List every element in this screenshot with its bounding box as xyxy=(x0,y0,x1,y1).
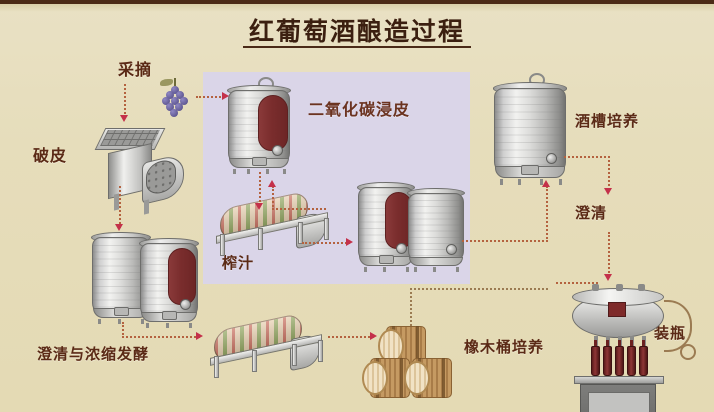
arrow-storage-down xyxy=(604,188,612,195)
top-border-bar xyxy=(0,0,714,4)
connector-storage-right xyxy=(564,156,610,158)
connector-press-to-barrels xyxy=(328,336,374,338)
connector-clarify-to-bottling xyxy=(608,232,610,276)
connector-fermenter-down xyxy=(122,322,124,338)
twin-tank-left xyxy=(356,182,416,273)
oak-barrel-bottom-right xyxy=(404,358,452,398)
label-harvest: 采摘 xyxy=(118,60,153,79)
horizontal-press-top xyxy=(212,190,337,268)
title-underline xyxy=(243,46,471,48)
connector-fermenter-to-press xyxy=(122,336,200,338)
storage-tank xyxy=(492,73,568,185)
label-clarification: 澄清 xyxy=(575,204,608,222)
arrow-maceration-to-press xyxy=(255,203,263,210)
bottling-machine xyxy=(572,282,702,412)
connector-twintanks-right xyxy=(462,240,548,242)
connector-press-loop-h xyxy=(272,208,326,210)
fermentation-tank-left xyxy=(90,232,152,325)
oak-barrel-bottom-left xyxy=(362,358,410,398)
arrow-press-to-twintanks xyxy=(346,238,353,246)
connector-barrels-up xyxy=(410,288,412,326)
arrow-crusher-to-fermenter xyxy=(115,224,123,231)
arrow-grapes-to-panel xyxy=(222,92,229,100)
connector-grapes-to-panel xyxy=(196,96,224,98)
label-clarify-concentrate-ferment: 澄清与浓缩发酵 xyxy=(37,345,150,363)
connector-press-loop-v xyxy=(272,186,274,210)
arrow-clarify-to-bottling xyxy=(604,274,612,281)
page-title: 红葡萄酒酿造过程 xyxy=(248,17,465,46)
label-crushing: 破皮 xyxy=(33,146,68,165)
connector-harvest-to-crusher xyxy=(124,84,126,118)
label-tank-aging: 酒槽培养 xyxy=(575,112,640,130)
maceration-tank xyxy=(226,77,292,175)
connector-maceration-to-press xyxy=(259,172,261,206)
connector-into-bottling xyxy=(556,282,598,284)
connector-press-to-twintanks xyxy=(302,242,350,244)
label-carbonic-maceration: 二氧化碳浸皮 xyxy=(308,100,411,119)
grape-cluster-icon xyxy=(158,78,192,118)
arrow-press-loop-up xyxy=(268,180,276,187)
label-pressing: 榨汁 xyxy=(222,254,255,272)
top-gradient xyxy=(0,4,714,12)
crusher-machine xyxy=(92,128,192,218)
connector-barrels-to-clarify xyxy=(410,288,548,290)
horizontal-press-bottom xyxy=(206,312,331,390)
label-oak-barrel-aging: 橡木桶培养 xyxy=(464,338,545,356)
twin-tank-right xyxy=(406,188,466,272)
connector-crusher-to-fermenter xyxy=(119,186,121,228)
control-panel-indicator xyxy=(608,302,626,317)
connector-storage-down xyxy=(608,156,610,190)
connector-up-to-storage xyxy=(546,186,548,242)
arrow-press-to-barrels xyxy=(370,332,377,340)
fermentation-tank-right xyxy=(138,238,200,329)
arrow-fermenter-to-press xyxy=(196,332,203,340)
arrow-harvest-to-crusher xyxy=(120,115,128,122)
arrow-up-to-storage xyxy=(542,180,550,187)
